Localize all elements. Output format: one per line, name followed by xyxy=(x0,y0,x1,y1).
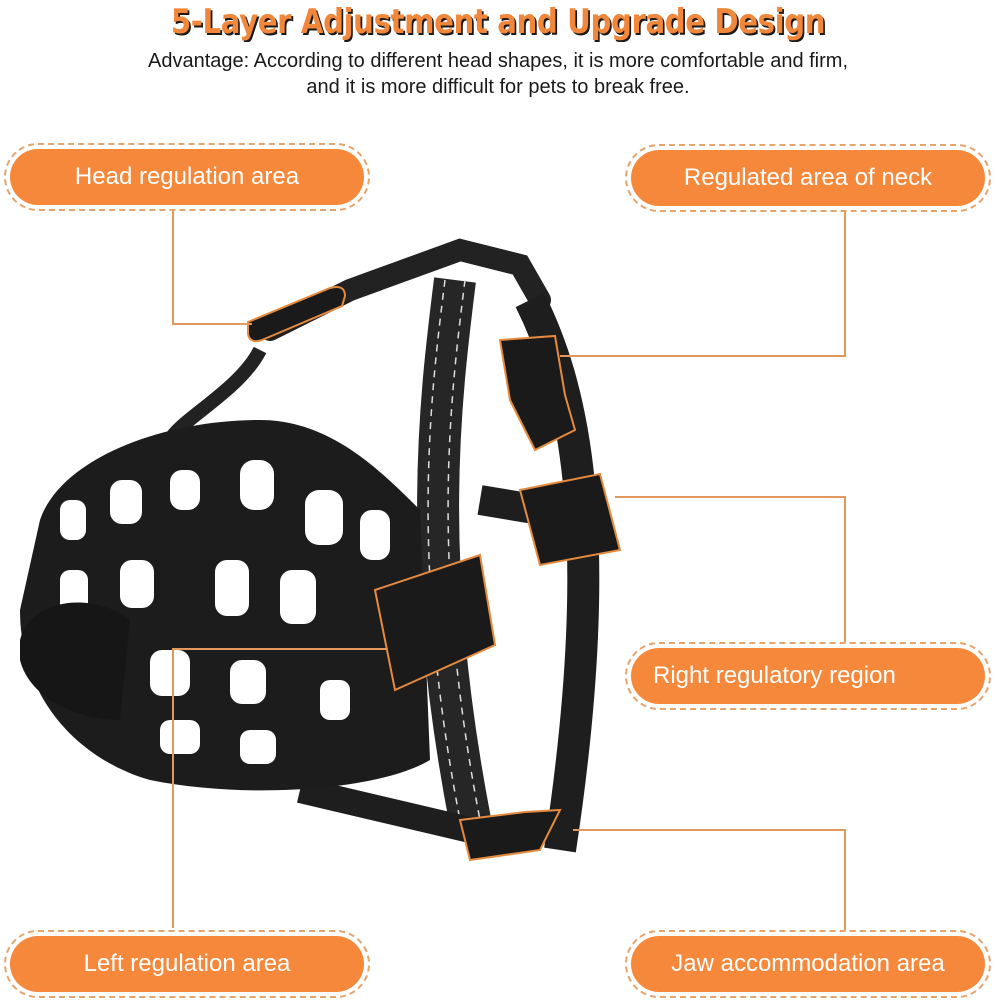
advantage-line-2: and it is more difficult for pets to bre… xyxy=(306,76,690,98)
callout-jaw-accommodation: Jaw accommodation area xyxy=(625,930,991,998)
callout-left-regulation: Left regulation area xyxy=(4,930,370,998)
connector-head-horizontal xyxy=(172,323,252,325)
advantage-text: Advantage: According to different head s… xyxy=(0,48,996,100)
callout-label: Right regulatory region xyxy=(631,648,985,704)
connector-neck-vertical xyxy=(844,210,846,357)
callout-label: Jaw accommodation area xyxy=(631,936,985,992)
advantage-line-1: Advantage: According to different head s… xyxy=(147,50,849,72)
callout-head-regulation: Head regulation area xyxy=(4,143,370,211)
page-title: 5-Layer Adjustment and Upgrade Design xyxy=(170,2,826,42)
connector-left-vertical xyxy=(172,648,174,928)
callout-right-regulatory: Right regulatory region xyxy=(625,642,991,710)
callout-label: Left regulation area xyxy=(10,936,364,992)
callout-neck-regulation: Regulated area of neck xyxy=(625,144,991,212)
connector-head-vertical xyxy=(172,210,174,325)
callout-label: Head regulation area xyxy=(10,149,364,205)
connector-neck-horizontal xyxy=(560,355,846,357)
callout-label: Regulated area of neck xyxy=(631,150,985,206)
connector-left-horizontal xyxy=(172,648,387,650)
connector-right-horizontal xyxy=(615,496,846,498)
connector-jaw-vertical xyxy=(844,829,846,930)
connector-jaw-horizontal xyxy=(573,829,846,831)
connector-right-vertical xyxy=(844,496,846,642)
